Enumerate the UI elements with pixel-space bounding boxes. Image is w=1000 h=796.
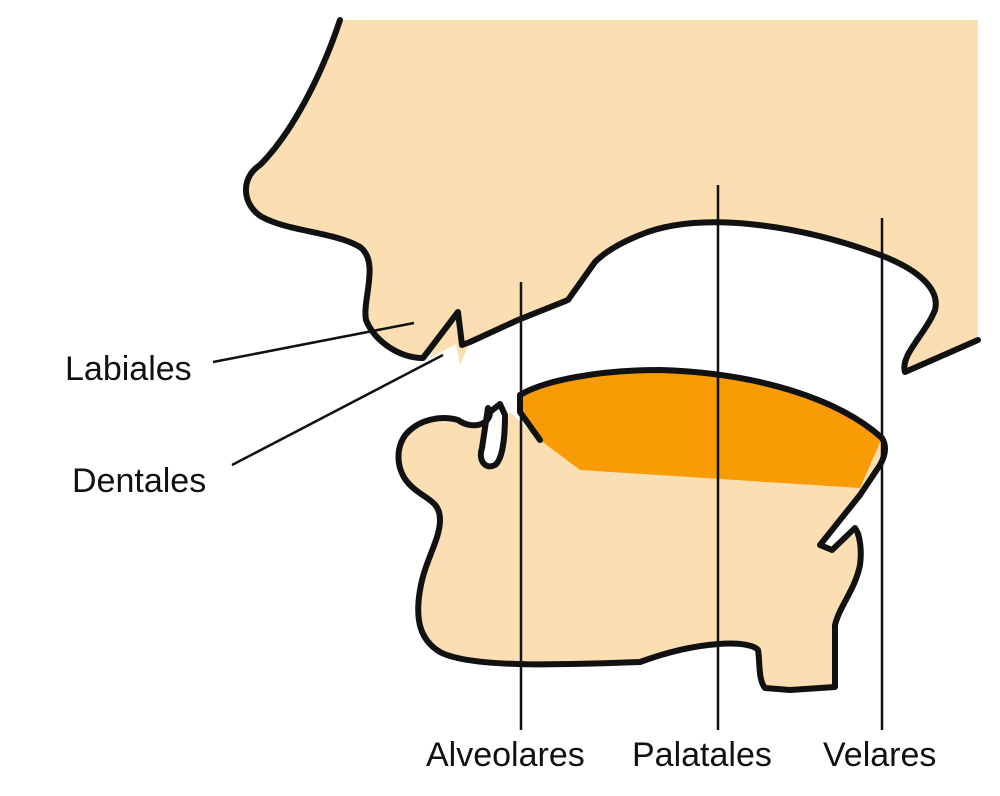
label-labiales: Labiales <box>65 350 192 388</box>
upper-outline <box>243 17 981 375</box>
lower-outline <box>395 367 889 693</box>
dentales-leader <box>231 353 444 467</box>
upper-head-shape <box>245 20 978 372</box>
labiales-leader <box>212 321 415 364</box>
label-dentales: Dentales <box>72 462 206 500</box>
label-palatales: Palatales <box>632 736 772 774</box>
label-velares: Velares <box>823 736 936 774</box>
label-alveolares: Alveolares <box>426 736 585 774</box>
tongue-highlight <box>522 370 882 488</box>
